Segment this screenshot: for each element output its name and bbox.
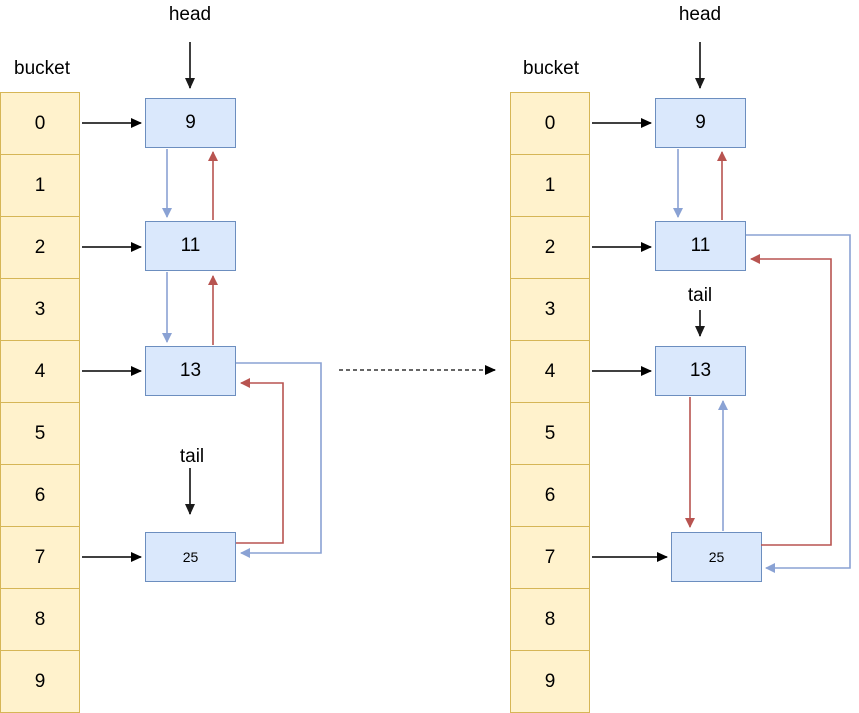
prev-arrow-25-11-right bbox=[750, 254, 832, 546]
tail-label-left: tail bbox=[179, 446, 205, 467]
bucket-cell-3: 3 bbox=[0, 278, 80, 341]
bucket-cell-7: 7 bbox=[510, 526, 590, 589]
bucket-cell-5: 5 bbox=[510, 402, 590, 465]
bucket-cell-7: 7 bbox=[0, 526, 80, 589]
node-9-right: 9 bbox=[655, 98, 746, 148]
node-13-right: 13 bbox=[655, 346, 746, 396]
bucket-cell-6: 6 bbox=[510, 464, 590, 527]
bucket-cell-8: 8 bbox=[510, 588, 590, 651]
bucket-cell-1: 1 bbox=[510, 154, 590, 217]
bucket-column-left: 0 1 2 3 4 5 6 7 8 9 bbox=[0, 92, 80, 713]
node-11-right: 11 bbox=[655, 221, 746, 271]
node-13-left: 13 bbox=[145, 346, 236, 396]
node-25-right: 25 bbox=[671, 532, 762, 582]
node-25-left: 25 bbox=[145, 532, 236, 582]
tail-label-right: tail bbox=[687, 285, 713, 306]
bucket-cell-4: 4 bbox=[510, 340, 590, 403]
head-label-left: head bbox=[168, 4, 212, 25]
bucket-cell-0: 0 bbox=[510, 92, 590, 155]
node-11-left: 11 bbox=[145, 221, 236, 271]
prev-arrow-25-13-left bbox=[236, 378, 284, 544]
bucket-cell-4: 4 bbox=[0, 340, 80, 403]
bucket-cell-1: 1 bbox=[0, 154, 80, 217]
head-label-right: head bbox=[678, 4, 722, 25]
node-9-left: 9 bbox=[145, 98, 236, 148]
bucket-column-right: 0 1 2 3 4 5 6 7 8 9 bbox=[510, 92, 590, 713]
bucket-cell-5: 5 bbox=[0, 402, 80, 465]
bucket-cell-2: 2 bbox=[510, 216, 590, 279]
bucket-cell-8: 8 bbox=[0, 588, 80, 651]
bucket-cell-3: 3 bbox=[510, 278, 590, 341]
bucket-cell-2: 2 bbox=[0, 216, 80, 279]
bucket-cell-0: 0 bbox=[0, 92, 80, 155]
bucket-label-right: bucket bbox=[523, 58, 579, 79]
bucket-cell-9: 9 bbox=[0, 650, 80, 713]
bucket-cell-6: 6 bbox=[0, 464, 80, 527]
next-arrow-13-25-left bbox=[236, 362, 322, 558]
next-arrow-11-25-right bbox=[746, 234, 851, 573]
bucket-cell-9: 9 bbox=[510, 650, 590, 713]
bucket-label-left: bucket bbox=[14, 58, 70, 79]
